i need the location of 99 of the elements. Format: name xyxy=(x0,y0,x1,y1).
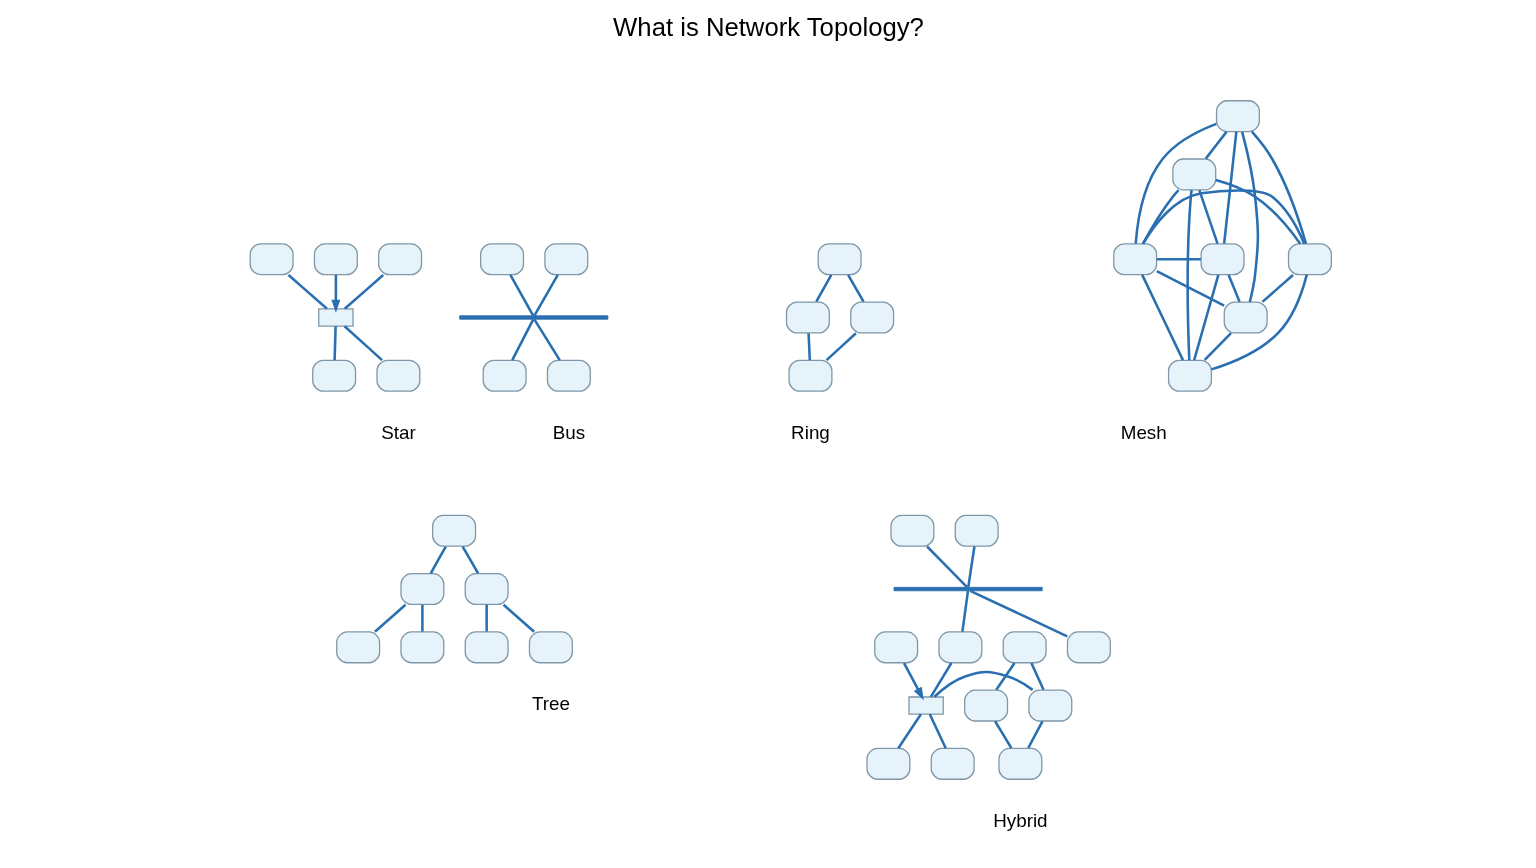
connector xyxy=(1192,274,1220,361)
node-computer xyxy=(528,631,573,664)
connector xyxy=(532,274,559,317)
node-computer xyxy=(785,301,830,334)
connector xyxy=(1156,257,1201,261)
connector xyxy=(332,326,337,361)
node-computer xyxy=(464,573,509,606)
label: Star xyxy=(380,421,416,443)
node-computer xyxy=(399,573,444,606)
connector xyxy=(1214,178,1301,245)
connector xyxy=(960,590,969,632)
label: Mesh xyxy=(1120,421,1167,443)
connector xyxy=(532,318,561,361)
node-computer xyxy=(249,243,294,276)
node-computer xyxy=(1112,243,1157,276)
node-computer xyxy=(954,514,999,547)
node-computer xyxy=(377,243,422,276)
node-computer xyxy=(937,631,982,664)
connector xyxy=(502,603,535,633)
label: Bus xyxy=(552,421,585,443)
connector xyxy=(373,603,406,633)
node-computer xyxy=(479,243,524,276)
node-computer xyxy=(311,359,356,392)
connector xyxy=(484,604,488,632)
node-computer xyxy=(817,243,862,276)
node-computer xyxy=(865,747,910,780)
connector xyxy=(1155,270,1225,307)
node-computer xyxy=(1200,243,1245,276)
connector xyxy=(1026,720,1044,749)
connector xyxy=(966,546,976,588)
node-computer xyxy=(375,359,420,392)
connector xyxy=(1226,274,1241,303)
connector xyxy=(461,545,479,574)
connector xyxy=(1029,662,1045,691)
connector xyxy=(929,662,952,698)
connector xyxy=(343,325,383,362)
connector xyxy=(1204,131,1227,160)
connector xyxy=(1133,122,1217,244)
connector xyxy=(287,274,328,310)
connector xyxy=(846,274,865,303)
connector xyxy=(1210,274,1308,371)
node-bar xyxy=(893,586,1043,592)
node-computer xyxy=(873,631,918,664)
connector xyxy=(825,332,857,362)
node-computer xyxy=(849,301,894,334)
node-computer xyxy=(787,359,833,392)
node-bar xyxy=(458,315,608,320)
node-computer xyxy=(482,359,527,392)
node-computer xyxy=(1027,689,1072,722)
connector xyxy=(1222,131,1238,244)
connector xyxy=(994,662,1016,691)
connector xyxy=(1140,274,1184,361)
node-computer xyxy=(335,631,380,664)
connector xyxy=(806,333,811,360)
node-computer xyxy=(431,514,476,547)
node-box xyxy=(317,308,354,327)
node-computer xyxy=(930,747,975,780)
connector xyxy=(1203,332,1232,361)
label: Tree xyxy=(531,693,570,715)
node-computer xyxy=(543,243,588,276)
node-computer xyxy=(963,689,1008,722)
connector xyxy=(1141,189,1305,245)
label: Hybrid xyxy=(992,809,1048,831)
node-computer xyxy=(889,514,934,547)
node-computer xyxy=(1215,100,1260,133)
connector xyxy=(343,274,384,310)
connector xyxy=(896,713,922,749)
connector xyxy=(429,545,447,574)
node-computer xyxy=(1167,359,1212,392)
diagram-title: What is Network Topology? xyxy=(612,12,924,41)
connector xyxy=(1240,131,1259,303)
connector xyxy=(1261,274,1294,303)
label: Ring xyxy=(790,421,830,443)
connector xyxy=(1197,189,1219,245)
connector xyxy=(993,720,1012,749)
connector xyxy=(510,318,534,361)
node-computer xyxy=(399,631,444,664)
connector xyxy=(508,274,534,317)
node-computer xyxy=(1287,243,1332,276)
node-box xyxy=(907,696,944,715)
node-computer xyxy=(1171,158,1216,191)
node-computer xyxy=(546,359,591,392)
arrow xyxy=(902,662,924,701)
arrow xyxy=(330,274,340,313)
node-computer xyxy=(997,747,1042,780)
node-computer xyxy=(1002,631,1047,664)
node-computer xyxy=(313,243,358,276)
connector xyxy=(420,604,424,632)
node-computer xyxy=(464,631,509,664)
connector xyxy=(933,670,1033,698)
connector xyxy=(928,713,947,749)
connector xyxy=(1141,189,1180,245)
node-computer xyxy=(1066,631,1111,664)
connector xyxy=(969,589,1068,638)
node-computer xyxy=(1223,301,1268,334)
connector xyxy=(814,274,832,303)
connector xyxy=(1185,189,1193,361)
connector xyxy=(925,545,968,588)
connector xyxy=(1250,130,1307,244)
